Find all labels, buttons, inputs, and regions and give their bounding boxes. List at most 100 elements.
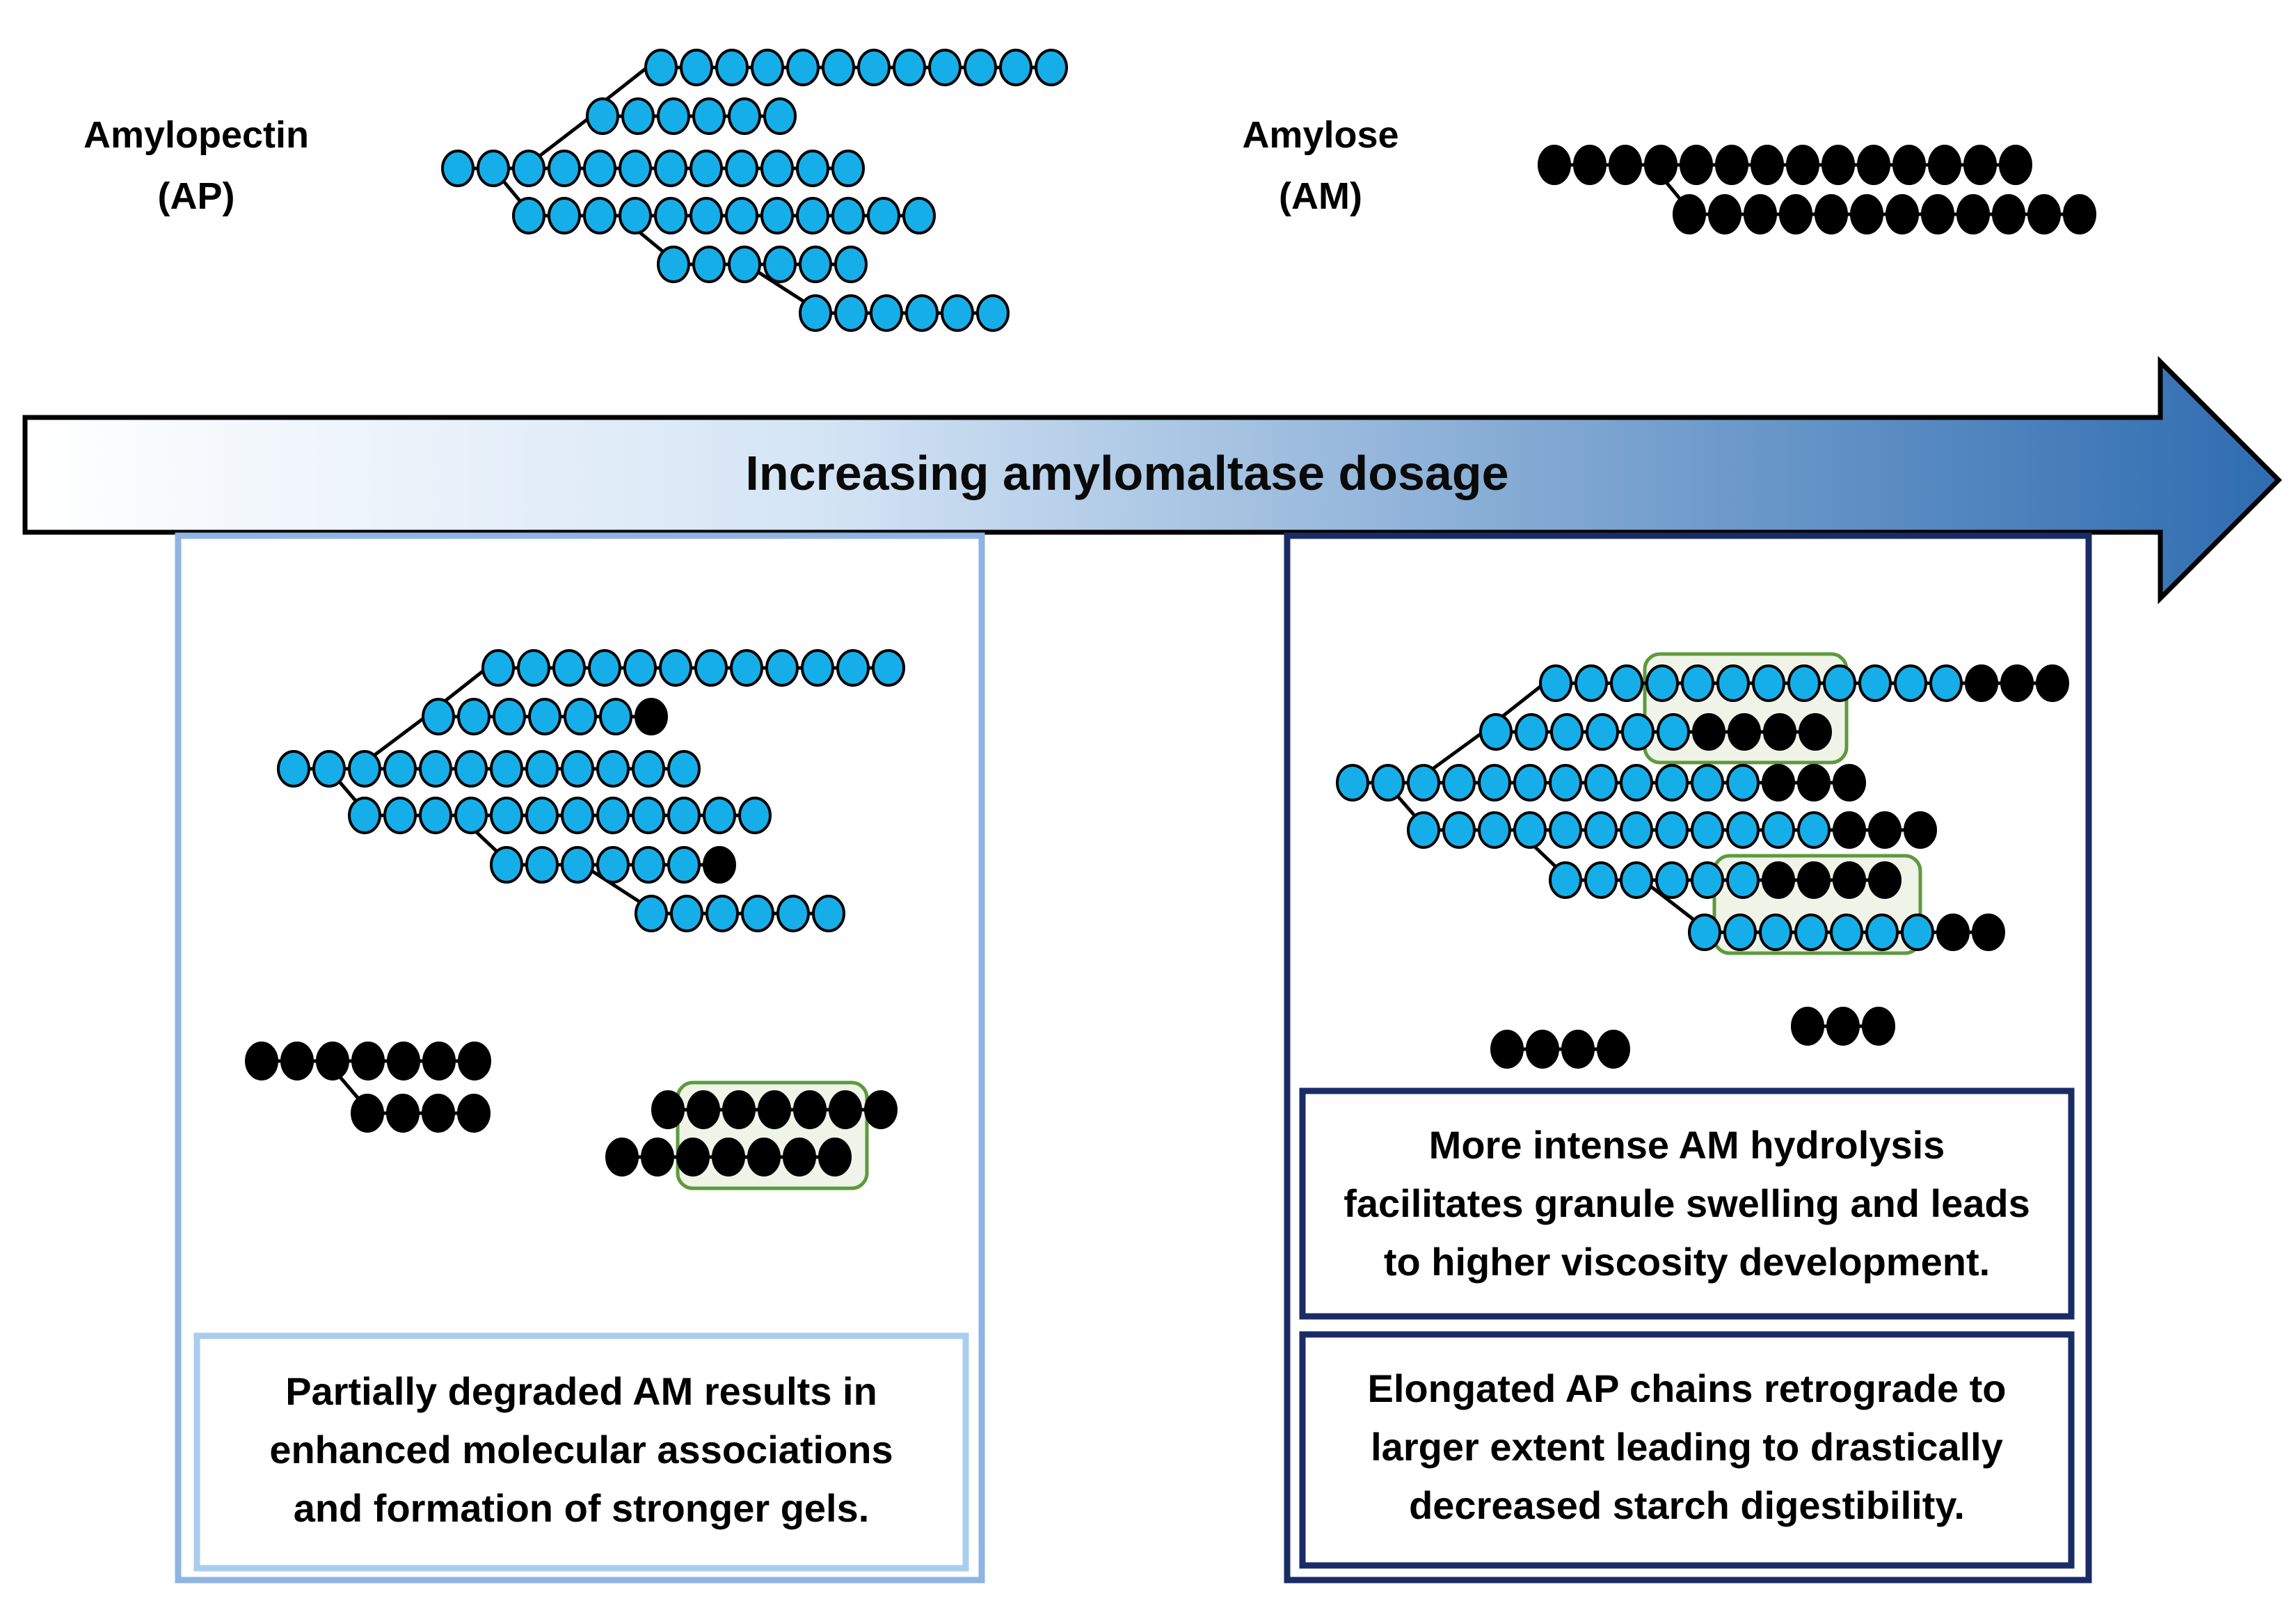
amylose-unit	[1708, 194, 1741, 234]
amylopectin-unit	[812, 895, 845, 932]
amylopectin-unit	[1549, 861, 1582, 899]
amylopectin-unit	[1442, 811, 1476, 849]
amylopectin-unit	[801, 649, 834, 687]
right-caption-box-1	[1299, 1087, 2075, 1320]
amylopectin-unit	[741, 895, 774, 932]
left-caption: Partially degraded AM results in enhance…	[200, 1362, 962, 1538]
amylose-unit	[793, 1090, 827, 1129]
amylose-unit	[1868, 861, 1902, 899]
amylose-unit	[1786, 145, 1819, 185]
amylopectin-unit	[999, 49, 1033, 86]
amylose-unit	[457, 1094, 491, 1133]
dosage-arrow	[22, 356, 2282, 605]
elongated-amylopectin-chain	[1688, 914, 2005, 951]
amylopectin-unit	[596, 750, 630, 788]
amylopectin-unit	[893, 49, 926, 86]
amylose-unit	[1779, 194, 1812, 234]
amylopectin-unit	[632, 797, 665, 834]
amylopectin-unit	[1513, 764, 1547, 802]
amylopectin-unit	[703, 797, 736, 834]
amylopectin-unit	[725, 150, 758, 187]
amylopectin-unit	[1723, 914, 1757, 951]
amylose-unit	[1956, 194, 1990, 234]
amylopectin-unit	[689, 150, 723, 187]
amylopectin-unit	[836, 649, 870, 687]
amylose-unit	[635, 698, 668, 735]
amylopectin-unit	[902, 197, 936, 234]
amylopectin-chain	[490, 846, 736, 884]
amylopectin-unit	[454, 750, 488, 788]
amylose-unit	[1936, 914, 1970, 951]
amylopectin-unit	[1645, 664, 1679, 702]
left-caption-line: enhanced molecular associations	[269, 1428, 893, 1472]
amylopectin-unit	[596, 846, 630, 884]
amylose-unit	[1715, 145, 1748, 185]
amylopectin-unit	[277, 750, 310, 788]
amylose-fragment	[605, 1138, 852, 1177]
amylopectin-unit	[751, 49, 784, 86]
amylopectin-unit	[1681, 664, 1714, 702]
amylose-unit	[1921, 194, 1954, 234]
amylopectin-unit	[670, 895, 703, 932]
amylopectin-unit	[561, 750, 594, 788]
elongated-amylopectin-chain	[1549, 861, 1902, 899]
amylopectin-unit	[596, 797, 630, 834]
amylopectin-unit	[738, 797, 772, 834]
amylopectin-unit	[1371, 764, 1405, 802]
amylose-unit	[676, 1138, 710, 1177]
amylopectin-unit	[1787, 664, 1821, 702]
amylose-unit	[1490, 1030, 1524, 1069]
amylose-unit	[1992, 194, 2025, 234]
amylopectin-unit	[689, 197, 723, 234]
amylose-unit	[758, 1090, 791, 1129]
amylopectin-unit	[831, 197, 865, 234]
amylose-unit	[818, 1138, 852, 1177]
amylose-unit	[651, 1090, 685, 1129]
amylose-unit	[1744, 194, 1777, 234]
amylopectin-unit	[564, 698, 597, 735]
amylopectin-unit	[632, 750, 665, 788]
amylopectin-unit	[654, 197, 687, 234]
amylopectin-unit	[667, 750, 701, 788]
amylopectin-unit	[621, 97, 655, 135]
amylopectin-unit	[1621, 713, 1655, 751]
amylose-unit	[687, 1090, 720, 1129]
amylopectin-chain	[422, 698, 668, 735]
amylopectin-unit	[694, 649, 728, 687]
elongated-amylopectin-chain	[1336, 764, 1866, 802]
amylose-unit	[386, 1094, 420, 1133]
amylose-unit	[1892, 145, 1926, 185]
amylopectin-unit	[583, 150, 616, 187]
amylose-unit	[1826, 1007, 1860, 1046]
amylopectin-unit	[1620, 861, 1653, 899]
amylose-unit	[1886, 194, 1919, 234]
amylopectin-unit	[964, 49, 997, 86]
amylose-unit	[387, 1042, 420, 1080]
amylose-chain	[1538, 145, 2032, 185]
amylopectin-unit	[1794, 914, 1828, 951]
amylose-unit	[703, 846, 736, 884]
amylopectin-unit	[1716, 664, 1750, 702]
left-panel-frame	[175, 532, 985, 1584]
amylopectin-unit	[1657, 713, 1690, 751]
amylopectin-unit	[588, 649, 621, 687]
amylose-unit	[1928, 145, 1961, 185]
amylopectin-unit	[512, 197, 545, 234]
amylose-unit	[1751, 145, 1784, 185]
amylose-unit	[829, 1090, 862, 1129]
amylose-unit	[351, 1094, 384, 1133]
amylopectin-unit	[1688, 914, 1721, 951]
amylose-fragment	[1490, 1030, 1630, 1069]
amylopectin-unit	[422, 698, 455, 735]
amylose-unit	[1644, 145, 1677, 185]
amylopectin-unit	[1726, 861, 1760, 899]
amylopectin-unit	[1407, 811, 1440, 849]
amylose-fragment	[245, 1042, 491, 1080]
amylopectin-unit	[525, 846, 559, 884]
amylose-fragment	[351, 1094, 491, 1133]
amylopectin-unit	[1752, 664, 1785, 702]
amylopectin-unit	[1620, 811, 1653, 849]
amylopectin-unit	[765, 649, 799, 687]
amylose-unit	[1850, 194, 1883, 234]
amylopectin-unit	[561, 846, 594, 884]
